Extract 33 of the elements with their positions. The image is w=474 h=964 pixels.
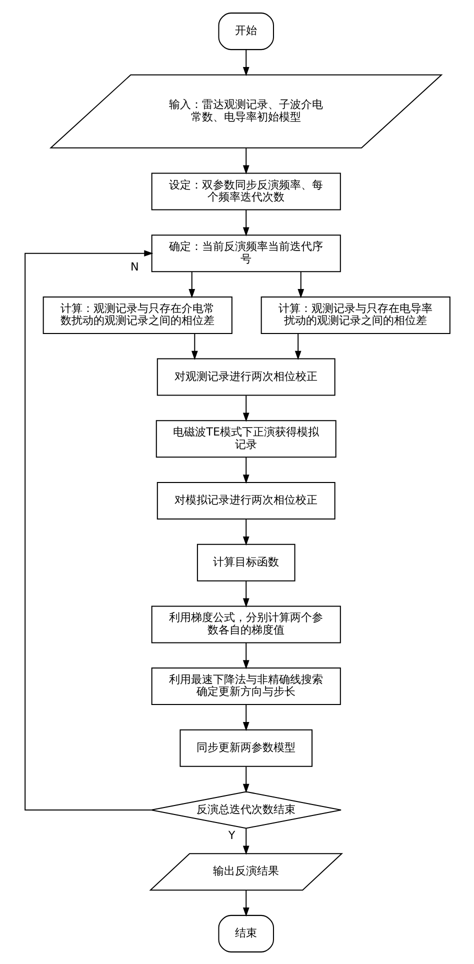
node-box: 同步更新两参数模型 [179, 728, 312, 766]
node-box: 对模拟记录进行两次相位校正 [156, 482, 335, 519]
node-box: 开始 [218, 12, 274, 50]
node-box: 利用最速下降法与非精确线搜索确定更新方向与步长 [150, 667, 340, 705]
arrow [242, 890, 249, 916]
node-box: 结束 [218, 914, 274, 952]
edge-label: Y [228, 828, 235, 842]
arrow [242, 49, 249, 76]
node-box: 设定：双参数同步反演频率、每个频率迭代次数 [150, 172, 340, 210]
arrow [297, 271, 304, 298]
arrow [188, 271, 195, 298]
node-box: 计算目标函数 [196, 543, 295, 581]
arrow [242, 642, 249, 669]
node-box: 计算：观测记录与只存在电导率扰动的观测记录之间的相位差 [260, 296, 450, 334]
node-box: 对观测记录进行两次相位校正 [156, 358, 335, 396]
arrow [242, 456, 249, 484]
node-box: 确定：当前反演频率当前迭代序号 [150, 234, 340, 272]
node-box: 计算：观测记录与只存在介电常数扰动的观测记录之间的相位差 [42, 296, 232, 334]
arrow [242, 704, 249, 731]
arrow [242, 395, 249, 422]
node-box: 电磁波TE模式下正演获得模拟记录 [155, 420, 336, 458]
arrow [242, 828, 249, 854]
arrow [190, 333, 198, 360]
arrow [242, 518, 249, 546]
node-diamond: 反演总迭代次数结束 [150, 790, 342, 828]
edge-label: N [130, 260, 138, 274]
arrow [242, 148, 249, 174]
arrow [242, 766, 249, 792]
node-box: 利用梯度公式，分别计算两个参数各自的梯度值 [150, 605, 340, 643]
arrow [294, 333, 301, 360]
arrow [242, 210, 249, 236]
arrow [242, 580, 249, 607]
arrow [24, 250, 153, 810]
